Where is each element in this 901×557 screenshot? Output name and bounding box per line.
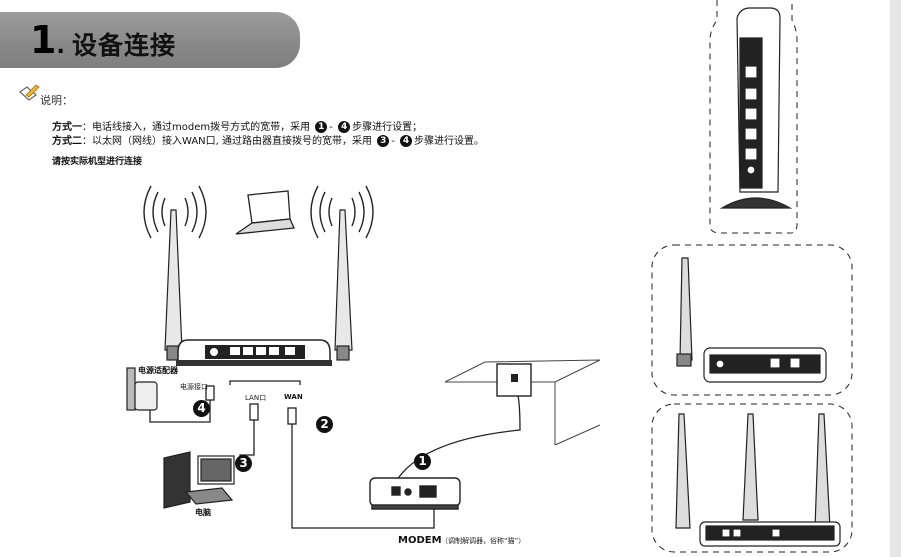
desktop-computer-icon	[163, 451, 235, 509]
step-4-marker: 4	[193, 400, 210, 417]
power-port-label: 电源接口	[180, 383, 208, 391]
wall-outline	[444, 359, 601, 446]
lan-bracket	[229, 380, 301, 385]
modem-label: MODEM	[398, 535, 442, 546]
three-antenna-router-icon	[675, 413, 841, 547]
computer-label: 电脑	[195, 508, 211, 517]
power-cable	[149, 400, 211, 423]
phone-cable	[394, 391, 521, 484]
modem-note: （调制解调器，俗称“猫”）	[441, 537, 526, 545]
wifi-waves-left-icon	[143, 185, 207, 239]
single-antenna-router-icon	[676, 257, 827, 383]
modem-icon	[369, 477, 461, 510]
note-pen-icon	[19, 84, 40, 101]
connect-instruction: 请按实际机型进行连接	[52, 157, 143, 167]
page-edge-strip	[890, 0, 901, 557]
phone-socket-icon	[496, 363, 532, 397]
power-adapter-icon	[126, 367, 158, 411]
power-adapter-label: 电源适配器	[138, 366, 178, 375]
vertical-router-icon	[719, 7, 793, 209]
step-2-marker: 2	[316, 416, 333, 433]
lan-port-label: LAN口	[245, 394, 267, 402]
router-icon	[176, 339, 332, 366]
laptop-icon	[235, 190, 295, 235]
wan-plug-icon	[287, 407, 297, 425]
wan-port-label: WAN	[284, 393, 303, 401]
router-antennas	[164, 209, 353, 361]
section-title: 设备连接	[72, 31, 177, 60]
wifi-waves-right-icon	[310, 185, 374, 239]
note-label: 说明：	[40, 94, 73, 107]
section-number: 1.	[30, 18, 65, 62]
wan-cable	[291, 424, 435, 529]
section-title-banner: 1. 设备连接	[0, 12, 300, 68]
lan-plug-icon	[249, 403, 259, 421]
step-1-marker: 1	[414, 453, 431, 470]
dashed-frames	[651, 0, 853, 553]
power-plug-icon	[205, 385, 215, 401]
step-3-marker: 3	[235, 455, 252, 472]
